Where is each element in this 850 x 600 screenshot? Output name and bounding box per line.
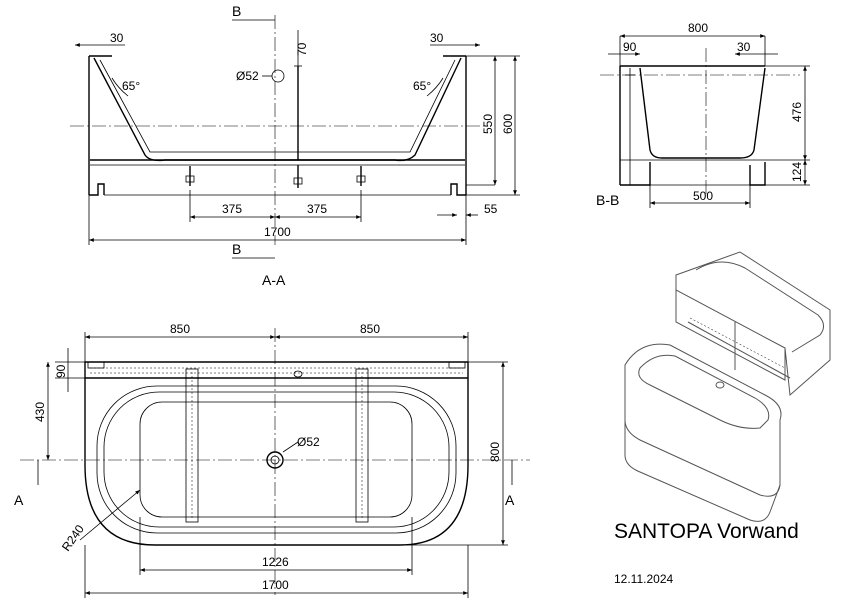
- dim-bb-base-width: 500: [693, 189, 713, 203]
- drawing-date: 12.11.2024: [614, 572, 673, 586]
- dim-total-height: 600: [501, 114, 515, 134]
- section-aa: B B 30 30 70 65° 65° Ø52 550 600 375 375: [70, 3, 520, 288]
- cut-label-b-bottom: B: [232, 241, 241, 257]
- dim-plinth: 55: [484, 202, 498, 216]
- dim-total-length: 1700: [264, 225, 291, 239]
- dim-rim-right: 30: [430, 31, 444, 45]
- dim-plan-wall-depth: 90: [54, 364, 68, 378]
- section-bb-title: B-B: [596, 192, 619, 208]
- dim-angle-right: 65°: [413, 79, 431, 93]
- dim-foot-right: 375: [307, 202, 327, 216]
- dim-plan-inner-length: 1226: [262, 555, 289, 569]
- dim-rim-left: 30: [110, 31, 124, 45]
- plan-view: 850 850 90 430 Ø52 800 R240 1226 1700 A: [14, 322, 530, 598]
- dim-bb-total-width: 800: [688, 21, 708, 35]
- dim-plan-total-length: 1700: [262, 578, 289, 592]
- dim-foot-left: 375: [222, 202, 242, 216]
- dim-angle-left: 65°: [122, 79, 140, 93]
- isometric-view: [624, 251, 831, 522]
- dim-plan-width: 800: [488, 442, 502, 462]
- foot-left: [185, 166, 195, 186]
- dim-bb-inner-height: 476: [790, 102, 804, 122]
- product-name: SANTOPA Vorwand: [614, 520, 799, 543]
- foot-center: [293, 165, 303, 188]
- dim-bb-wall: 90: [623, 40, 637, 54]
- dim-bb-base-height: 124: [790, 162, 804, 182]
- dim-plan-offset: 430: [33, 402, 47, 422]
- support-rail-left: [185, 368, 199, 523]
- cut-label-a-right: A: [505, 492, 515, 508]
- dim-plan-drain: Ø52: [297, 435, 320, 449]
- drain-icon: [271, 69, 285, 83]
- cut-label-a-left: A: [14, 492, 24, 508]
- dim-bb-rim: 30: [737, 40, 751, 54]
- dim-plan-half-left: 850: [170, 322, 190, 336]
- section-bb: 800 90 30 476 124 500 B-B: [596, 21, 810, 208]
- foot-right: [356, 166, 366, 186]
- dim-drain: Ø52: [236, 69, 259, 83]
- dim-inner-height: 550: [481, 114, 495, 134]
- support-rail-right: [355, 368, 369, 523]
- cut-label-b-top: B: [232, 3, 241, 19]
- section-aa-title: A-A: [262, 272, 286, 288]
- dim-overflow-height: 70: [295, 42, 309, 56]
- dim-plan-half-right: 850: [360, 322, 380, 336]
